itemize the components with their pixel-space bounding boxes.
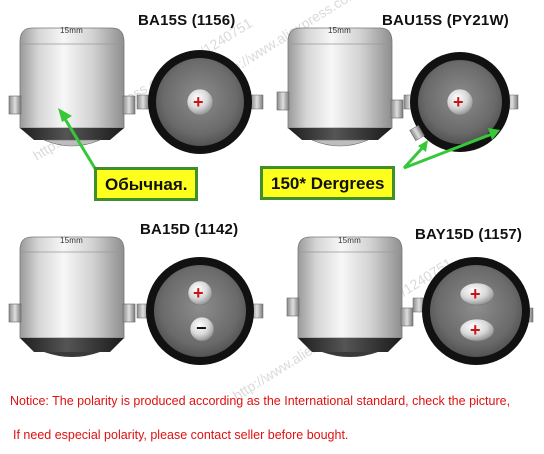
polarity-mark-bau15s: + <box>453 92 464 112</box>
side-view-ba15s <box>8 27 136 147</box>
callout-150-degrees: 150* Dergrees <box>260 166 396 200</box>
title-ba15s: BA15S (1156) <box>138 12 236 29</box>
end-view-bay15d <box>412 257 534 365</box>
callout-regular: Обычная. <box>94 167 199 201</box>
dim-label-3: 15mm <box>60 236 84 245</box>
polarity-mark-bay15d-top: + <box>470 284 481 304</box>
dim-label-1: 15mm <box>60 26 84 35</box>
notice-line-1: Notice: The polarity is produced accordi… <box>10 394 511 408</box>
side-view-ba15d <box>8 236 136 357</box>
end-view-ba15d <box>136 257 264 365</box>
polarity-mark-bay15d-bottom: + <box>470 320 481 340</box>
end-view-bau15s <box>403 52 519 152</box>
arrow-left <box>58 108 98 171</box>
notice-line-2: If need especial polarity, please contac… <box>13 428 349 442</box>
arrow-right <box>402 128 500 170</box>
title-bay15d: BAY15D (1157) <box>415 226 523 243</box>
polarity-mark-ba15d-bottom: − <box>196 318 207 338</box>
side-view-bay15d <box>286 236 414 357</box>
end-view-ba15s <box>136 50 264 154</box>
dim-label-4: 15mm <box>338 236 362 245</box>
polarity-mark-ba15s: + <box>193 92 204 112</box>
dim-label-2: 15mm <box>328 26 352 35</box>
polarity-mark-ba15d-top: + <box>193 283 204 303</box>
title-ba15d: BA15D (1142) <box>140 221 239 238</box>
side-view-bau15s <box>276 27 404 147</box>
title-bau15s: BAU15S (PY21W) <box>382 12 509 29</box>
